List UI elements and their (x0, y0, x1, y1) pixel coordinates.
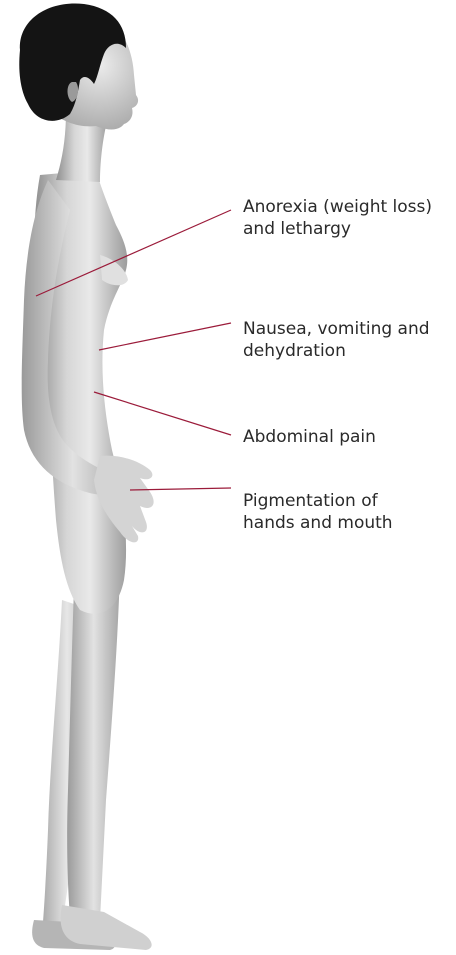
leader-line-abdominal (94, 392, 231, 435)
label-anorexia: Anorexia (weight loss) and lethargy (243, 196, 432, 240)
label-pigmentation: Pigmentation of hands and mouth (243, 490, 393, 534)
label-abdominal-pain: Abdominal pain (243, 426, 376, 448)
label-pigmentation-line2: hands and mouth (243, 512, 393, 534)
front-leg (67, 560, 120, 920)
label-anorexia-line1: Anorexia (weight loss) (243, 196, 432, 218)
label-nausea-line2: dehydration (243, 340, 430, 362)
label-abdominal-pain-line1: Abdominal pain (243, 426, 376, 448)
leader-line-nausea (99, 323, 231, 350)
label-anorexia-line2: and lethargy (243, 218, 432, 240)
label-pigmentation-line1: Pigmentation of (243, 490, 393, 512)
label-nausea-line1: Nausea, vomiting and (243, 318, 430, 340)
label-nausea: Nausea, vomiting and dehydration (243, 318, 430, 362)
